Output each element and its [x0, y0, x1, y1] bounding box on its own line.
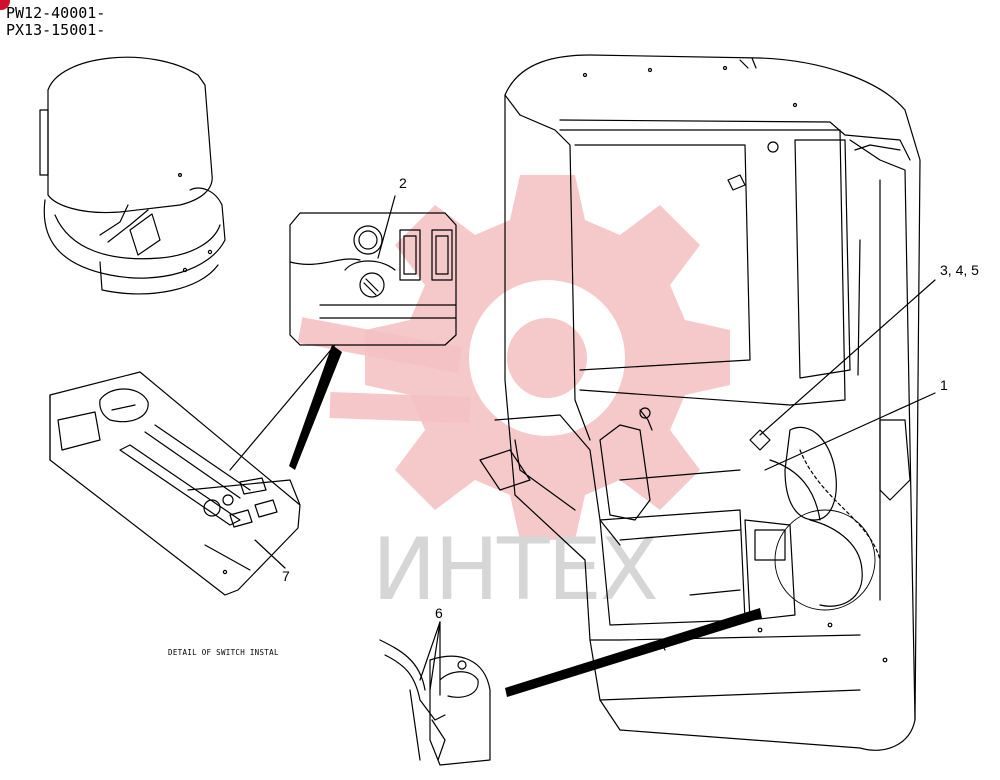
- serial-range-2: PX13-15001-: [6, 21, 106, 39]
- seat-detail-drawing: [39, 56, 226, 295]
- callout-6: 6: [435, 605, 443, 621]
- watermark-text: ИНТЕХ: [372, 520, 659, 620]
- wiring-detail-drawing: [379, 621, 491, 766]
- serial-range-1: PW12-40001-: [6, 4, 106, 22]
- leader-wedge-wiring: [505, 608, 762, 697]
- callout-1: 1: [940, 377, 948, 393]
- callout-3-4-5: 3, 4, 5: [940, 262, 979, 278]
- callout-2: 2: [399, 175, 407, 191]
- cab-drawing: [479, 54, 936, 751]
- detail-caption: DETAIL OF SWITCH INSTAL: [168, 648, 279, 657]
- switch-closeup-drawing: [289, 195, 457, 346]
- leader-wedge-switch: [289, 345, 342, 470]
- corner-marker: [0, 0, 10, 10]
- callout-7: 7: [282, 568, 290, 584]
- console-drawing: [49, 344, 336, 596]
